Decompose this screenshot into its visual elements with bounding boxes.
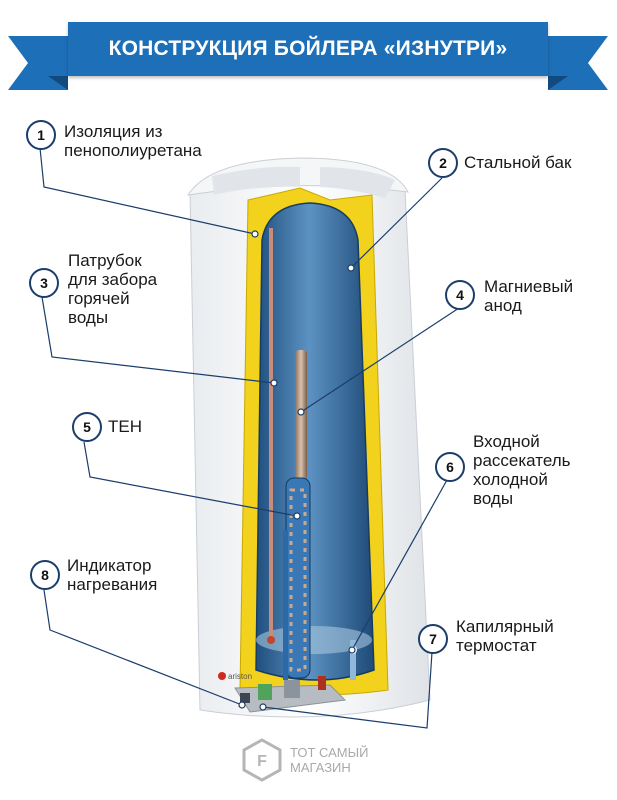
label-heating-element: ТЕН <box>108 417 142 436</box>
leader-6 <box>351 479 448 651</box>
label-heating-indicator: Индикатор нагревания <box>67 556 158 594</box>
hot-water-pipe <box>269 228 273 638</box>
leader-5 <box>83 441 298 517</box>
label-cold-water-inlet: Входной рассекатель холодной воды <box>473 432 571 508</box>
label-magnesium-anode: Магниевый анод <box>484 277 574 315</box>
storefront-logo-icon: F <box>242 738 282 782</box>
label-thermostat: Капилярный термостат <box>456 617 554 655</box>
svg-text:F: F <box>257 753 267 770</box>
leader-7 <box>262 651 433 729</box>
leader-8 <box>43 589 243 706</box>
badge-8: 8 <box>30 560 60 590</box>
badge-1: 1 <box>26 120 56 150</box>
leader-3 <box>41 296 275 384</box>
banner-fold-right <box>548 76 568 90</box>
leader-1 <box>39 147 256 235</box>
leader-lines <box>39 147 460 729</box>
leader-4 <box>300 307 460 413</box>
badge-4: 4 <box>445 280 475 310</box>
steel-tank-shape <box>255 202 375 681</box>
badge-3: 3 <box>29 268 59 298</box>
brand-text: ariston <box>228 672 252 681</box>
badge-7: 7 <box>418 624 448 654</box>
cold-water-inlet <box>349 640 357 680</box>
watermark-text: ТОТ САМЫЙ МАГАЗИН <box>290 745 369 775</box>
title-banner: КОНСТРУКЦИЯ БОЙЛЕРА «ИЗНУТРИ» <box>68 22 548 76</box>
banner-fold-left <box>48 76 68 90</box>
label-hot-water-pipe: Патрубок для забора горячей воды <box>68 251 158 327</box>
label-steel-tank: Стальной бак <box>464 153 572 172</box>
badge-5: 5 <box>72 412 102 442</box>
brand-logo-icon: ariston <box>218 672 252 681</box>
leader-2 <box>350 177 443 269</box>
label-insulation: Изоляция из пенополиуретана <box>64 122 202 160</box>
heating-element <box>283 477 311 680</box>
badge-6: 6 <box>435 452 465 482</box>
badge-2: 2 <box>428 148 458 178</box>
page-title: КОНСТРУКЦИЯ БОЙЛЕРА «ИЗНУТРИ» <box>108 37 508 60</box>
